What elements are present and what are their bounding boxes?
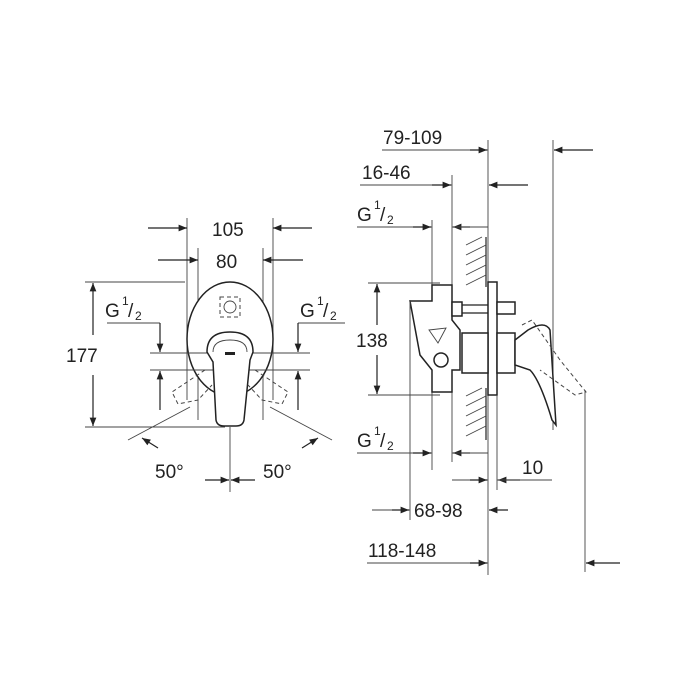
- dim-16-46: 16-46: [362, 163, 411, 184]
- dim-105: 105: [212, 220, 244, 241]
- svg-text:G: G: [357, 205, 372, 226]
- dim-118-148: 118-148: [368, 541, 436, 562]
- svg-text:1: 1: [374, 424, 381, 438]
- svg-text:G: G: [300, 301, 315, 322]
- svg-text:1: 1: [374, 198, 381, 212]
- svg-text:2: 2: [387, 213, 394, 227]
- lever-side: [514, 324, 557, 428]
- valve-body: [409, 284, 516, 393]
- inlet-label-bottom: G 1 / 2: [357, 424, 394, 453]
- front-view: 105 80 177 G 1 / 2: [66, 218, 345, 492]
- svg-text:G: G: [357, 431, 372, 452]
- dim-10: 10: [522, 458, 543, 479]
- svg-text:2: 2: [135, 309, 142, 323]
- dim-79-109: 79-109: [383, 128, 442, 149]
- svg-text:/: /: [380, 431, 386, 452]
- wall-hatching: [465, 236, 487, 440]
- dim-68-98: 68-98: [414, 501, 463, 522]
- svg-text:1: 1: [317, 294, 324, 308]
- lever-handle: [206, 331, 254, 427]
- inlet-label-right: G 1 / 2: [300, 294, 337, 323]
- svg-text:/: /: [128, 301, 134, 322]
- angle-right: 50°: [263, 462, 292, 483]
- side-view: 79-109 16-46 G 1 / 2: [356, 128, 620, 575]
- inlet-label-top: G 1 / 2: [357, 198, 394, 227]
- svg-text:G: G: [105, 301, 120, 322]
- svg-text:2: 2: [330, 309, 337, 323]
- dim-138: 138: [356, 331, 388, 352]
- inlet-label-left: G 1 / 2: [105, 294, 142, 323]
- svg-text:2: 2: [387, 439, 394, 453]
- dim-80: 80: [216, 252, 237, 273]
- svg-text:/: /: [323, 301, 329, 322]
- angle-left: 50°: [155, 462, 184, 483]
- dim-177: 177: [66, 346, 98, 367]
- mounting-plate: [487, 281, 498, 396]
- svg-text:1: 1: [122, 294, 129, 308]
- svg-text:/: /: [380, 205, 386, 226]
